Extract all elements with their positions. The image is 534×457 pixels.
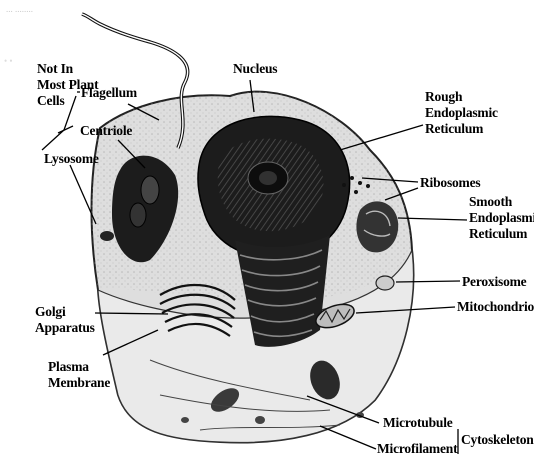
label-lysosome: Lysosome: [44, 151, 99, 167]
label-ribosomes: Ribosomes: [420, 175, 480, 191]
label-mitochondrion: Mitochondrion: [457, 299, 534, 315]
label-smooth-er: Smooth Endoplasmic Reticulum: [469, 194, 534, 242]
label-line: Smooth: [469, 194, 534, 210]
label-golgi-apparatus: Golgi Apparatus: [35, 304, 95, 336]
label-line: Apparatus: [35, 320, 95, 336]
label-line: Membrane: [48, 375, 110, 391]
peroxisome-shape: [376, 276, 394, 290]
label-flagellum: Flagellum: [81, 85, 137, 101]
label-line: Plasma: [48, 359, 110, 375]
label-line: Reticulum: [425, 121, 498, 137]
label-microtubule: Microtubule: [383, 415, 453, 431]
label-microfilament: Microfilament: [377, 441, 457, 457]
scan-marks: ... ........ • •: [4, 4, 33, 66]
label-cytoskeleton: Cytoskeleton: [461, 432, 534, 448]
label-rough-er: Rough Endoplasmic Reticulum: [425, 89, 498, 137]
label-line: Endoplasmic: [425, 105, 498, 121]
label-line: Endoplasmic: [469, 210, 534, 226]
lysosome-shape: [100, 231, 114, 241]
label-nucleus: Nucleus: [233, 61, 277, 77]
label-line: Golgi: [35, 304, 95, 320]
label-line: Not In: [37, 61, 98, 77]
svg-text:... ........: ... ........: [6, 4, 33, 14]
label-line: Rough: [425, 89, 498, 105]
label-peroxisome: Peroxisome: [462, 274, 526, 290]
label-plasma-membrane: Plasma Membrane: [48, 359, 110, 391]
svg-text:• •: • •: [4, 56, 13, 66]
label-centriole: Centriole: [80, 123, 132, 139]
label-line: Reticulum: [469, 226, 534, 242]
